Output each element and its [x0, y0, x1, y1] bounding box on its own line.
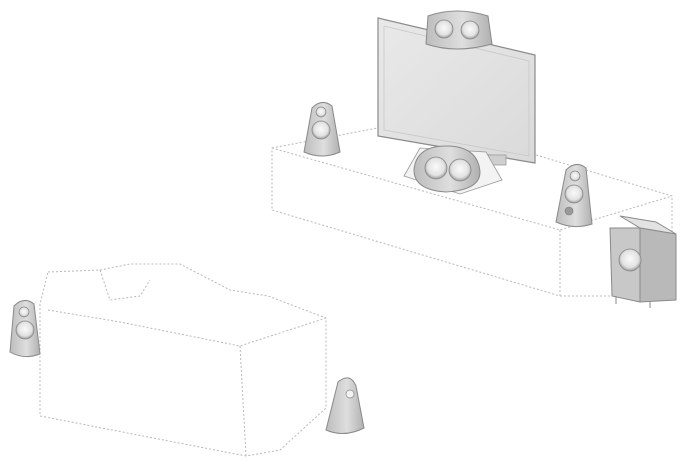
rear-right-speaker-icon	[326, 378, 364, 434]
rear-left-speaker-icon	[10, 300, 40, 356]
sofa-icon	[40, 264, 326, 456]
top-speaker-icon	[426, 11, 492, 49]
front-left-speaker-icon	[304, 102, 340, 156]
subwoofer-icon	[610, 216, 676, 308]
